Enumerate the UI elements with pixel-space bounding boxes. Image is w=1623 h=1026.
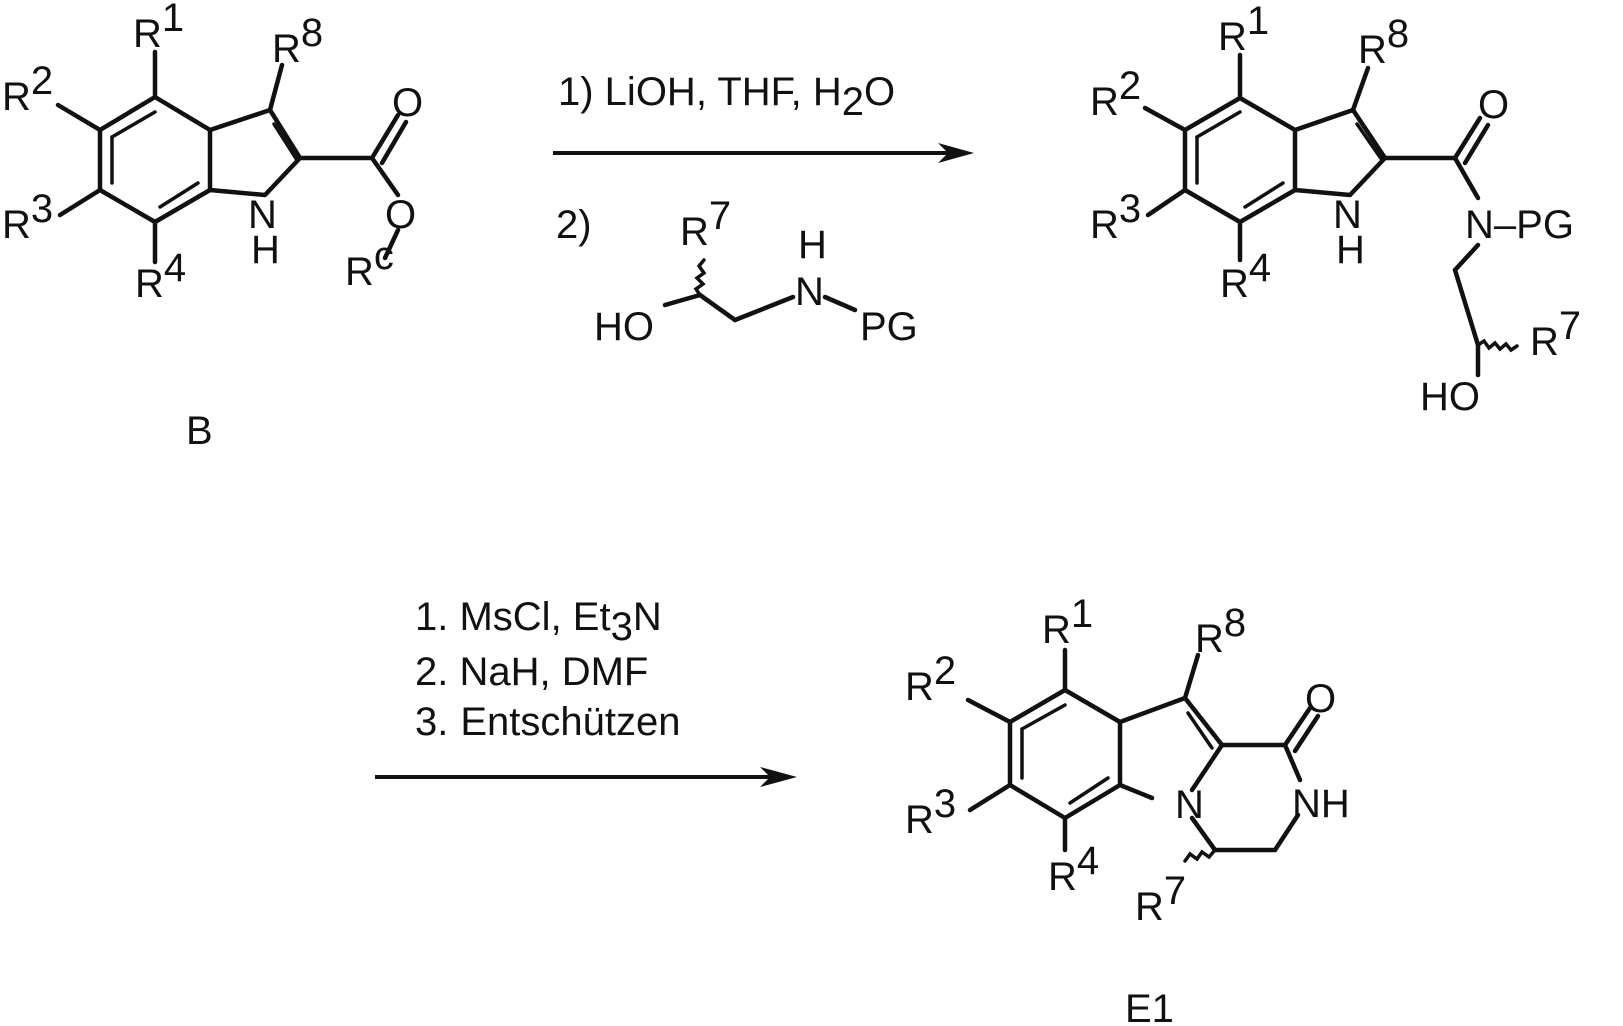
int-r7: R7 xyxy=(1530,304,1581,364)
e1-r3: R3 xyxy=(905,782,956,842)
step1-line1: 1) LiOH, THF, H2O xyxy=(558,70,895,124)
reagent-r7: R7 xyxy=(680,194,731,254)
int-r8: R8 xyxy=(1358,12,1409,72)
reagent-h: H xyxy=(798,223,827,267)
b-r4: R4 xyxy=(135,246,186,306)
e1-r2: R2 xyxy=(905,649,956,709)
int-r2: R2 xyxy=(1090,64,1141,124)
int-r4: R4 xyxy=(1220,246,1271,306)
int-n-pg: N–PG xyxy=(1465,203,1574,247)
step2-line3: 3.Entschützen xyxy=(415,700,681,744)
b-r2: R2 xyxy=(2,59,53,119)
b-ester-o: O xyxy=(385,193,416,237)
int-r1: R1 xyxy=(1218,0,1269,59)
amino-alcohol-reagent xyxy=(665,260,855,320)
int-r3: R3 xyxy=(1090,187,1141,247)
e1-r7: R7 xyxy=(1135,869,1186,929)
e1-nh: NH xyxy=(1292,782,1350,826)
reagent-ho: HO xyxy=(594,305,654,349)
step1-line2-number: 2) xyxy=(556,203,592,247)
reagent-pg: PG xyxy=(860,305,918,349)
b-r3: R3 xyxy=(2,187,53,247)
int-carbonyl-o: O xyxy=(1478,83,1509,127)
step2-line1: 1. MsCl, Et3N xyxy=(415,595,662,649)
int-nh-h: H xyxy=(1336,228,1365,272)
reagent-n: N xyxy=(795,270,824,314)
e1-n: N xyxy=(1175,783,1204,827)
compound-b-label: B xyxy=(186,409,213,453)
b-nh-h: H xyxy=(251,228,280,272)
intermediate-structure xyxy=(1145,55,1517,375)
int-ho: HO xyxy=(1420,375,1480,419)
e1-carbonyl-o: O xyxy=(1305,677,1336,721)
step2-arrow xyxy=(375,767,797,787)
e1-r1: R1 xyxy=(1042,592,1093,652)
b-r8: R8 xyxy=(272,11,323,71)
b-rc: Rc xyxy=(345,234,394,294)
b-r1: R1 xyxy=(133,0,184,56)
b-carbonyl-o: O xyxy=(392,81,423,125)
compound-e1-structure xyxy=(968,650,1318,861)
step2-line2: 2. NaH, DMF xyxy=(415,650,648,694)
compound-e1-label: E1 xyxy=(1125,987,1174,1026)
e1-r8: R8 xyxy=(1195,601,1246,661)
compound-b-structure xyxy=(58,52,406,262)
e1-r4: R4 xyxy=(1048,839,1099,899)
step1-arrow xyxy=(553,143,974,163)
